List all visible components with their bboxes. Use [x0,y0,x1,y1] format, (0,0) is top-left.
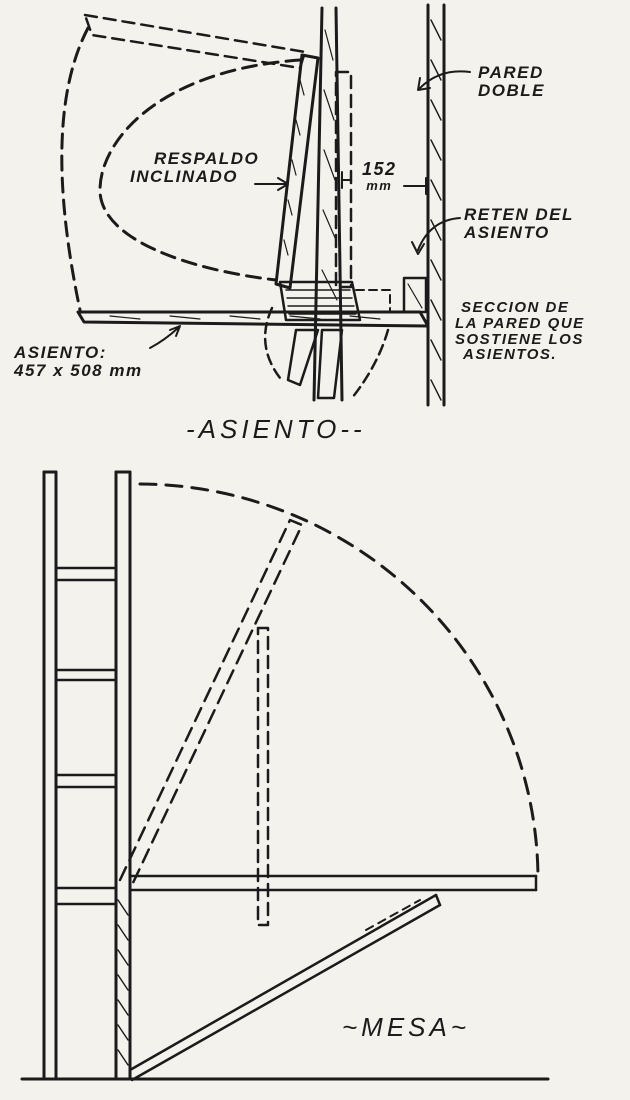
arrow-pared [417,70,471,91]
label-asiento-size: ASIENTO: 457 x 508 mm [14,343,143,380]
ladder-rail-left [42,470,58,1080]
label-seccion-pared: SECCION DE LA PARED QUE SOSTIENE LOS ASI… [455,299,585,364]
inclined-backrest [274,53,320,290]
dashed-retainer [355,289,391,313]
mesa-figure [20,470,550,1082]
dashed-backrest [334,70,353,289]
title-mesa: ~MESA~ [342,1012,471,1042]
double-wall [426,3,446,407]
ladder-rungs [54,566,118,906]
table-top [128,874,538,892]
dashed-arc-backrest [98,58,302,282]
label-respaldo-inclinado: RESPALDO INCLINADO [130,149,260,186]
label-reten-del-asiento: RETEN DEL ASIENTO [464,205,574,242]
dimension-marks [341,171,427,195]
wall-post [114,470,132,1080]
dashed-arc-fold [60,26,90,312]
arrow-respaldo [254,177,289,191]
dashed-circle-left [263,306,282,380]
label-dimension-152: 152 mm [362,159,397,193]
support-leg [128,893,442,1082]
dashed-vertical-leg [256,626,270,927]
arrow-asiento [149,325,181,349]
seat-retainer [402,276,428,314]
dashed-folded-seat [83,13,307,70]
dashed-raised-table [118,518,304,887]
dashed-swing-arc [138,482,540,882]
arrow-reten [411,217,461,255]
hinge-block [278,280,362,322]
asiento-figure [60,3,471,407]
seat-plank [76,310,430,328]
title-asiento: -ASIENTO-- [186,414,366,444]
lower-brace [286,328,344,400]
dashed-circle-right [350,328,390,400]
label-pared-doble: PARED DOBLE [478,63,545,100]
